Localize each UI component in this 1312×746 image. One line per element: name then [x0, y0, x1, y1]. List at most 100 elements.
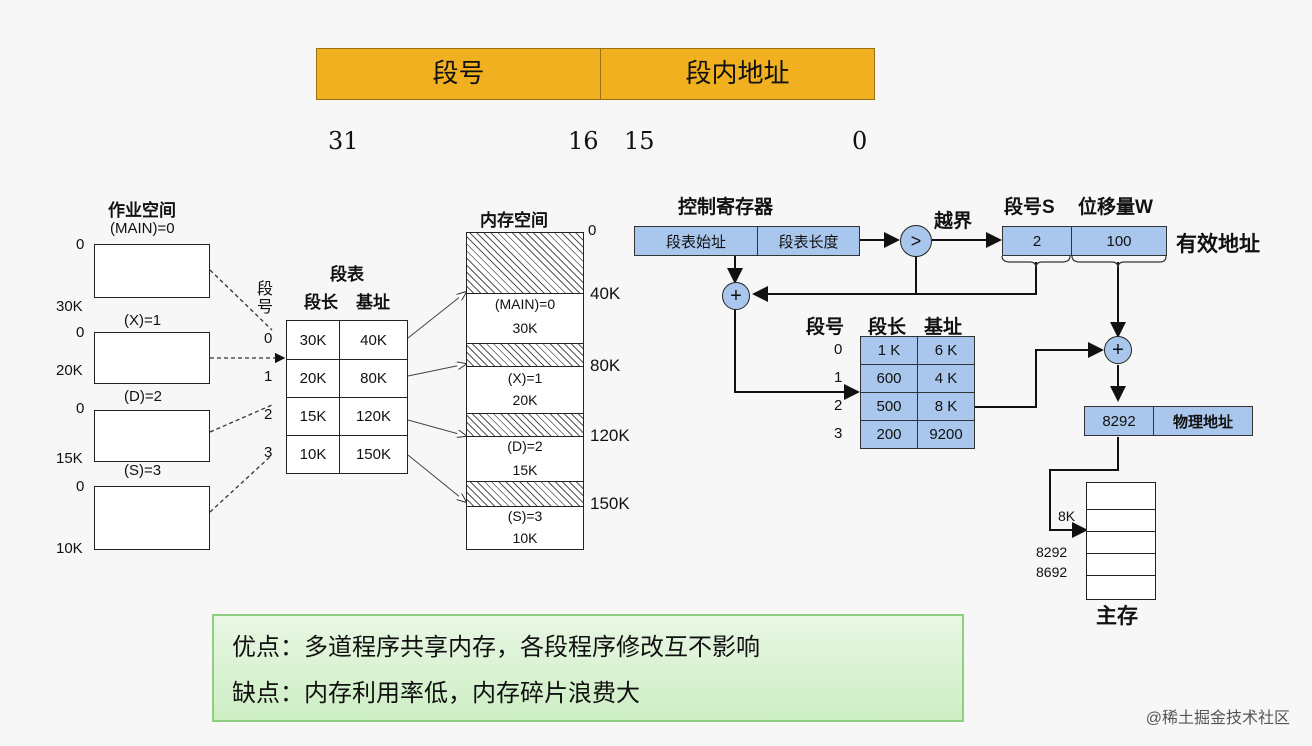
compare-circle: > [900, 225, 932, 257]
segment-number-side-label: 段号 [254, 280, 271, 316]
t-row-0-idx: 0 [834, 341, 843, 358]
memory-seg-0-size: 30K [512, 320, 538, 336]
memory-free-block [467, 481, 583, 507]
bit-15-label: 15 [624, 127, 655, 155]
job-segment-main [94, 244, 210, 298]
address-format-bar: 段号 段内地址 [316, 48, 875, 100]
memory-free-block [467, 413, 583, 437]
pros-text: 优点：多道程序共享内存，各段程序修改互不影响 [232, 633, 760, 661]
segment-offset-field: 段内地址 [685, 59, 790, 89]
seg-table-len-header: 段长 [868, 317, 907, 338]
w-value-field: 100 [1071, 226, 1167, 256]
cons-text: 缺点：内存利用率低，内存碎片浪费大 [232, 679, 640, 707]
table-length-field: 段表长度 [757, 226, 860, 256]
memory-seg-1-name: (X)=1 [507, 370, 543, 386]
table-row-3-len: 10K [299, 445, 327, 463]
job-seg-0-top: 0 [76, 236, 85, 253]
table-row-0-base: 40K [360, 331, 387, 349]
segment-table: 30K 40K 20K 80K 15K 120K 10K 150K [286, 320, 408, 474]
segment-number-field: 段号 [317, 49, 601, 99]
pros-cons-box: 优点：多道程序共享内存，各段程序修改互不影响 缺点：内存利用率低，内存碎片浪费大 [212, 614, 964, 722]
memory-seg-2-addr: 120K [590, 426, 630, 445]
table-row-1-len: 20K [299, 369, 327, 387]
memory-free-block [467, 343, 583, 367]
table-row-2-base: 120K [355, 407, 392, 425]
physical-address-label: 物理地址 [1153, 406, 1253, 436]
job-segment-d [94, 410, 210, 462]
job-seg-3-bottom: 10K [56, 540, 83, 557]
segment-s-label: 段号S [1004, 197, 1055, 218]
job-seg-0-name: (MAIN)=0 [110, 220, 175, 237]
segment-length-header: 段长 [304, 293, 338, 312]
bit-0-label: 0 [852, 127, 868, 155]
job-seg-2-name: (D)=2 [124, 388, 162, 405]
control-register-title: 控制寄存器 [678, 197, 774, 218]
segment-table-title: 段表 [330, 265, 364, 284]
job-seg-2-top: 0 [76, 400, 85, 417]
memory-seg-2-size: 15K [512, 462, 538, 478]
memory-seg-1-size: 20K [512, 392, 538, 408]
job-seg-1-bottom: 20K [56, 362, 83, 379]
t-row-3-idx: 3 [834, 425, 843, 442]
control-register: 段表始址 段表长度 [634, 226, 860, 256]
job-seg-2-bottom: 15K [56, 450, 83, 467]
mem-8k-label: 8K [1058, 508, 1076, 524]
job-seg-1-top: 0 [76, 324, 85, 341]
main-memory [1086, 482, 1156, 600]
table-row-1-base: 80K [360, 369, 387, 387]
bit-31-label: 31 [328, 127, 359, 155]
table-start-field: 段表始址 [634, 226, 758, 256]
t-row-3-len: 200 [860, 420, 918, 449]
job-segment-x [94, 332, 210, 384]
memory-seg-2-name: (D)=2 [507, 438, 543, 454]
t-row-0-base: 6 K [917, 336, 975, 365]
job-seg-0-bottom: 30K [56, 298, 83, 315]
memory-seg-0-addr: 40K [590, 284, 621, 303]
memory-seg-3-size: 10K [512, 530, 538, 546]
s-value-field: 2 [1002, 226, 1072, 256]
memory-seg-1-addr: 80K [590, 356, 621, 375]
bit-16-label: 16 [568, 127, 599, 155]
memory-free-block [467, 233, 583, 294]
main-memory-label: 主存 [1096, 605, 1138, 628]
seg-table-idx-header: 段号 [806, 317, 845, 338]
memory-column: (MAIN)=0 30K (X)=1 20K (D)=2 15K (S)=3 1… [466, 232, 584, 550]
job-seg-1-name: (X)=1 [124, 312, 162, 329]
offset-w-label: 位移量W [1078, 197, 1153, 218]
t-row-2-len: 500 [860, 392, 918, 421]
memory-top-label: 0 [588, 222, 597, 239]
mem-8692-label: 8692 [1036, 564, 1068, 580]
t-row-2-base: 8 K [917, 392, 975, 421]
t-row-0-len: 1 K [860, 336, 918, 365]
table-row-0-len: 30K [299, 331, 327, 349]
table-row-2-idx: 2 [264, 406, 273, 423]
t-row-1-idx: 1 [834, 369, 843, 386]
t-row-3-base: 9200 [917, 420, 975, 449]
table-row-0-idx: 0 [264, 330, 273, 347]
job-segment-s [94, 486, 210, 550]
table-row-2-len: 15K [299, 407, 327, 425]
t-row-1-len: 600 [860, 364, 918, 393]
effective-address-label: 有效地址 [1176, 233, 1260, 256]
t-row-2-idx: 2 [834, 397, 843, 414]
memory-seg-3-name: (S)=3 [507, 508, 543, 524]
translation-segment-table: 1 K 6 K 600 4 K 500 8 K 200 9200 [860, 336, 975, 450]
memory-space-title: 内存空间 [480, 211, 548, 230]
adder-circle-2: + [1104, 336, 1132, 364]
job-space-title: 作业空间 [108, 201, 176, 220]
table-row-3-idx: 3 [264, 444, 273, 461]
physical-address-value: 8292 [1084, 406, 1154, 436]
segment-base-header: 基址 [356, 293, 390, 312]
memory-seg-3-addr: 150K [590, 494, 630, 513]
watermark: @稀土掘金技术社区 [1145, 710, 1290, 727]
job-seg-3-top: 0 [76, 478, 85, 495]
seg-table-base-header: 基址 [924, 317, 963, 338]
table-row-1-idx: 1 [264, 368, 273, 385]
overflow-label: 越界 [934, 211, 973, 232]
adder-circle-1: + [722, 282, 750, 310]
memory-seg-0-name: (MAIN)=0 [494, 296, 556, 312]
t-row-1-base: 4 K [917, 364, 975, 393]
table-row-3-base: 150K [355, 445, 392, 463]
job-seg-3-name: (S)=3 [124, 462, 162, 479]
mem-8292-label: 8292 [1036, 544, 1068, 560]
